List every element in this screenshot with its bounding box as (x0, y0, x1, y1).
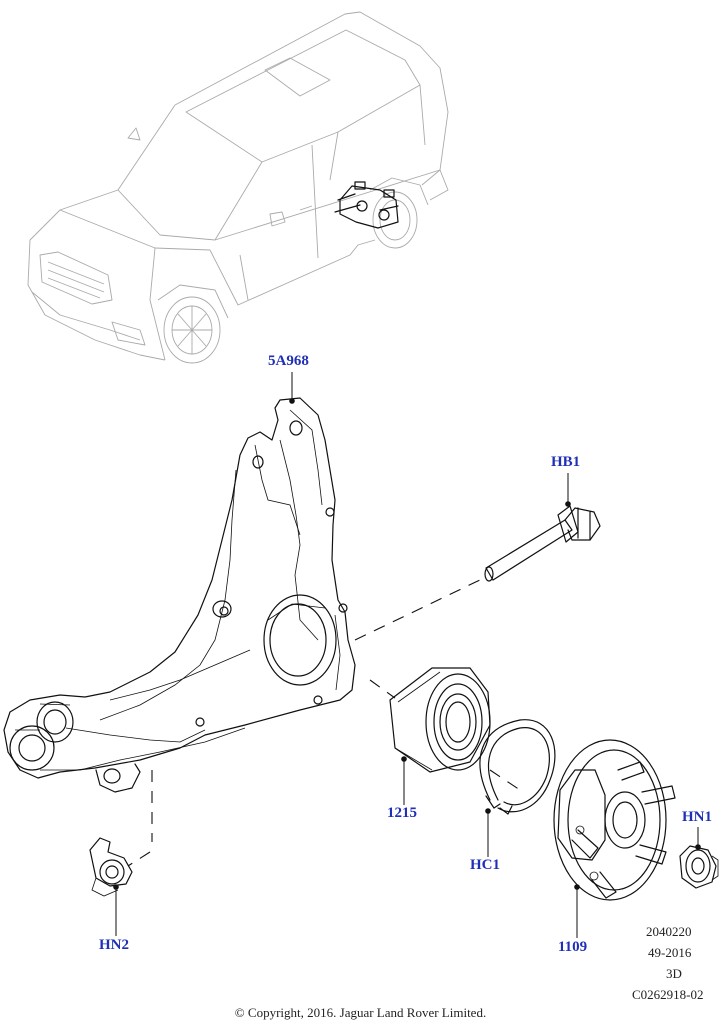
hub-nut-part (679, 845, 719, 889)
callout-HC1[interactable]: HC1 (470, 857, 500, 873)
circlip-part (479, 719, 556, 815)
flange-nut-part (89, 837, 133, 897)
callout-1215[interactable]: 1215 (387, 805, 417, 821)
reference-code-3: 3D (666, 966, 682, 981)
leader-lines (113, 372, 701, 938)
wheel-bearing-part (389, 667, 491, 773)
wheel-hub-part (553, 739, 676, 901)
callout-HN2[interactable]: HN2 (99, 937, 129, 953)
reference-code-1: 2040220 (646, 924, 692, 939)
reference-code-4: C0262918-02 (632, 987, 704, 1002)
reference-code-2: 49-2016 (648, 945, 692, 960)
callout-HB1[interactable]: HB1 (551, 454, 581, 470)
callout-HN1[interactable]: HN1 (682, 809, 712, 825)
knuckle-arm-part (3, 397, 356, 793)
vehicle-overview-illustration (27, 11, 449, 364)
callout-1109[interactable]: 1109 (558, 939, 588, 955)
copyright-notice: © Copyright, 2016. Jaguar Land Rover Lim… (234, 1005, 487, 1020)
highlighted-suspension-icon (334, 181, 399, 229)
bolt-part (484, 505, 601, 582)
callout-5A968[interactable]: 5A968 (268, 353, 309, 369)
